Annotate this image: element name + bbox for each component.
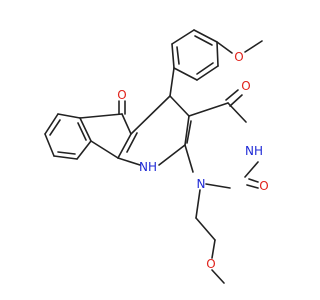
aryl-methoxy-group — [216, 40, 263, 54]
aryl-link-bond — [169, 67, 175, 97]
molecule-structure-drawing: O O O O O NH NH N — [44, 29, 269, 284]
imide-nh-label: NH — [245, 144, 263, 158]
c4-carbonyl-double-bond — [225, 89, 243, 107]
methoxyethyl-chain — [195, 189, 225, 284]
molecule-structure-canvas: O O O O O NH NH N — [44, 29, 269, 284]
aryl-methoxy-oxygen-label: O — [234, 50, 243, 64]
c2-carbonyl-double-bond — [246, 178, 259, 189]
cyclopentenone-ring — [79, 113, 138, 159]
ketone-oxygen-label: O — [117, 88, 126, 102]
ring-nh-label: NH — [139, 160, 157, 174]
chain-nitrogen-label: N — [197, 177, 206, 191]
c4-carbonyl-oxygen-label: O — [241, 79, 250, 93]
ether-oxygen-label: O — [206, 257, 215, 271]
indene-benzene-ring — [44, 113, 92, 160]
ketone-double-bond — [118, 100, 126, 115]
methoxyphenyl-ring — [171, 29, 219, 81]
c2-carbonyl-oxygen-label: O — [259, 179, 268, 193]
dihydropyridine-ring — [117, 95, 192, 166]
